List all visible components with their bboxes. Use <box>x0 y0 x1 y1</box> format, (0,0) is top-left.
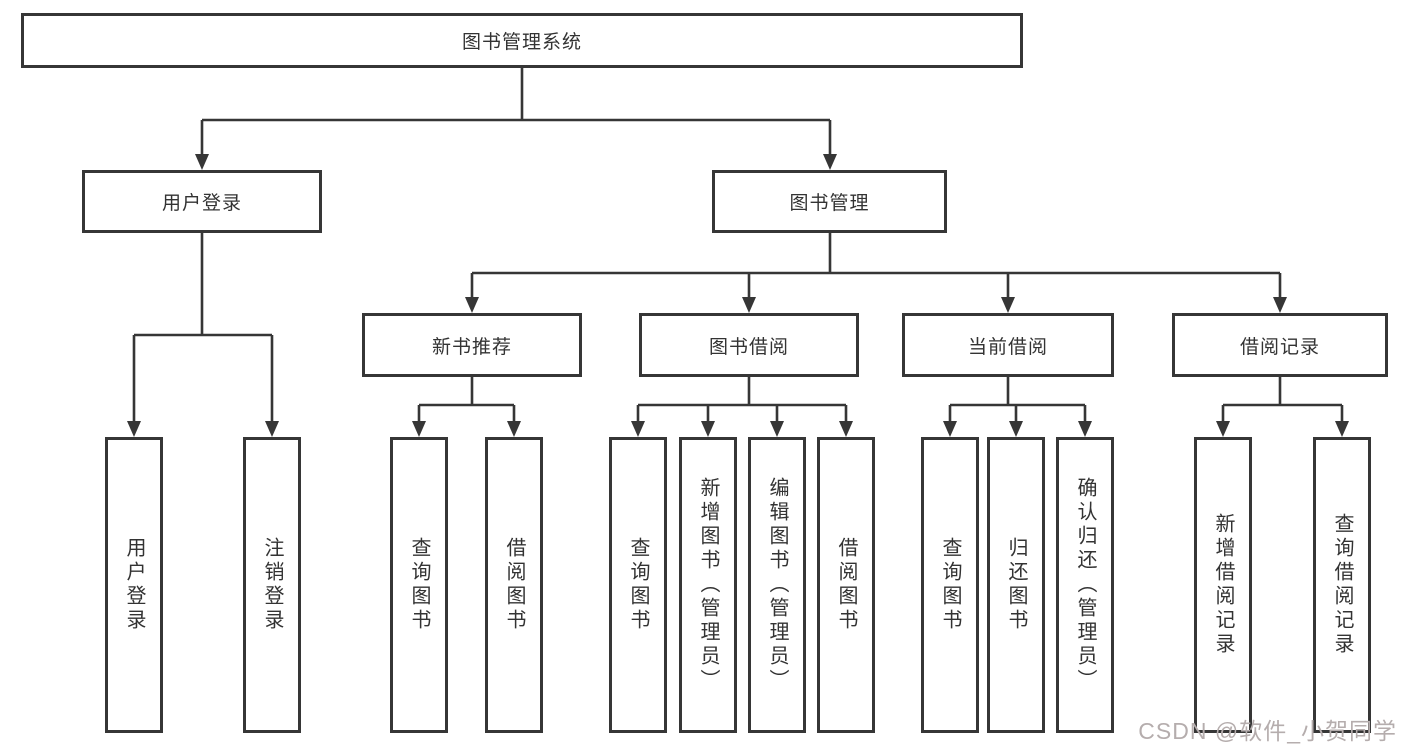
node-user-login: 用户登录 <box>82 170 322 233</box>
node-book-management: 图书管理 <box>712 170 947 233</box>
leaf-label: 确认归还（管理员） <box>1074 477 1096 693</box>
leaf-return-books: 归还图书 <box>987 437 1045 733</box>
leaf-label: 借阅图书 <box>503 537 525 633</box>
leaf-label: 编辑图书（管理员） <box>766 477 788 693</box>
leaf-borrow-books-recommend: 借阅图书 <box>485 437 543 733</box>
node-current-borrowing: 当前借阅 <box>902 313 1114 377</box>
node-label: 图书管理系统 <box>461 32 582 53</box>
node-label: 借阅记录 <box>1239 336 1320 358</box>
leaf-label: 查询图书 <box>627 537 649 633</box>
leaf-query-books-recommend: 查询图书 <box>390 437 448 733</box>
leaf-borrow-books: 借阅图书 <box>817 437 875 733</box>
leaf-label: 归还图书 <box>1005 537 1027 633</box>
leaf-user-login: 用户登录 <box>105 437 163 733</box>
leaf-add-books-admin: 新增图书（管理员） <box>679 437 737 733</box>
node-label: 图书管理 <box>789 193 870 214</box>
leaf-add-borrow-record: 新增借阅记录 <box>1194 437 1252 733</box>
leaf-label: 用户登录 <box>123 537 145 633</box>
node-label: 新书推荐 <box>431 336 512 358</box>
node-new-book-recommendation: 新书推荐 <box>362 313 582 377</box>
leaf-label: 新增图书（管理员） <box>697 477 719 693</box>
leaf-query-books-borrowing: 查询图书 <box>609 437 667 733</box>
leaf-logout: 注销登录 <box>243 437 301 733</box>
leaf-query-books-current: 查询图书 <box>921 437 979 733</box>
leaf-label: 查询图书 <box>408 537 430 633</box>
node-library-management-system: 图书管理系统 <box>21 13 1023 68</box>
leaf-confirm-return-admin: 确认归还（管理员） <box>1056 437 1114 733</box>
leaf-label: 借阅图书 <box>835 537 857 633</box>
leaf-label: 新增借阅记录 <box>1212 513 1234 657</box>
csdn-watermark: CSDN @软件_小贺同学 <box>1138 718 1397 744</box>
leaf-label: 注销登录 <box>261 537 283 633</box>
leaf-query-borrow-record: 查询借阅记录 <box>1313 437 1371 733</box>
node-book-borrowing: 图书借阅 <box>639 313 859 377</box>
node-label: 图书借阅 <box>708 336 789 358</box>
leaf-edit-books-admin: 编辑图书（管理员） <box>748 437 806 733</box>
node-borrowing-records: 借阅记录 <box>1172 313 1388 377</box>
leaf-label: 查询图书 <box>939 537 961 633</box>
node-label: 当前借阅 <box>967 336 1048 358</box>
node-label: 用户登录 <box>161 193 242 214</box>
leaf-label: 查询借阅记录 <box>1331 513 1353 657</box>
